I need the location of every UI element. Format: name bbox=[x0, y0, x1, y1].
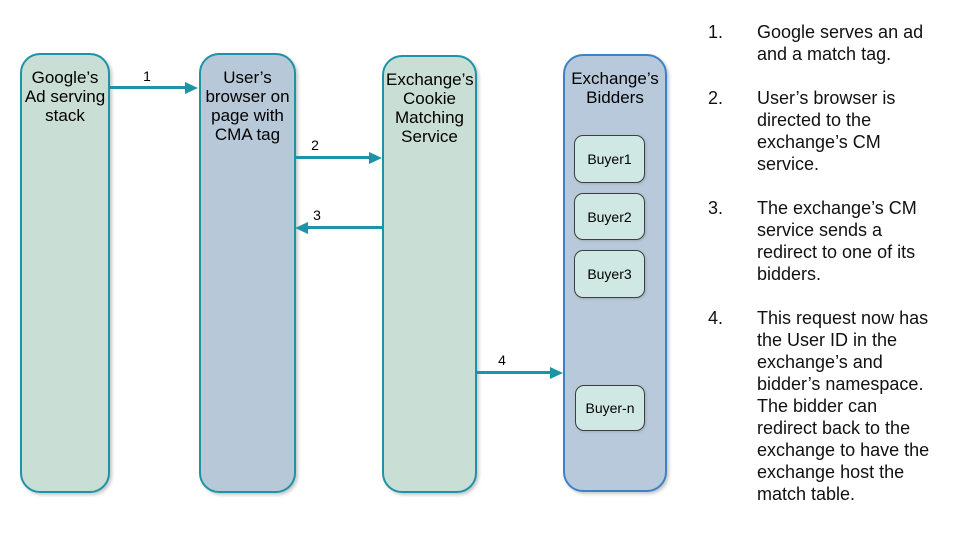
node-cookie-matching-service: Exchange’s Cookie Matching Service bbox=[382, 55, 477, 493]
step-text: User’s browser is directed to the exchan… bbox=[757, 88, 896, 174]
step-number: 1. bbox=[708, 22, 724, 42]
arrow-3-cm-to-browser bbox=[295, 221, 382, 234]
buyer-2-box: Buyer2 bbox=[574, 193, 645, 240]
step-number: 3. bbox=[708, 198, 724, 218]
buyer-n-box: Buyer-n bbox=[575, 385, 645, 431]
step-text: Google serves an ad and a match tag. bbox=[757, 22, 924, 64]
step-number: 4. bbox=[708, 308, 724, 328]
step-item-1: 1. Google serves an ad and a match tag. bbox=[708, 21, 953, 65]
arrow-1-label: 1 bbox=[143, 68, 151, 84]
arrow-2-label: 2 bbox=[311, 137, 319, 153]
step-text: The exchange’s CM service sends a redire… bbox=[757, 198, 917, 284]
arrow-2-browser-to-cm bbox=[295, 151, 382, 164]
buyer-3-box: Buyer3 bbox=[574, 250, 645, 298]
arrow-4-label: 4 bbox=[498, 352, 506, 368]
node-google-ad-stack: Google’s Ad serving stack bbox=[20, 53, 110, 493]
step-item-3: 3. The exchange’s CM service sends a red… bbox=[708, 197, 953, 285]
node-user-browser: User’s browser on page with CMA tag bbox=[199, 53, 296, 493]
buyer-1-box: Buyer1 bbox=[574, 135, 645, 183]
arrow-4-cm-to-bidders bbox=[477, 366, 563, 379]
steps-list: 1. Google serves an ad and a match tag. … bbox=[708, 21, 953, 527]
arrow-1-google-to-browser bbox=[110, 81, 198, 94]
step-item-2: 2. User’s browser is directed to the exc… bbox=[708, 87, 953, 175]
step-text: This request now has the User ID in the … bbox=[757, 308, 930, 504]
step-number: 2. bbox=[708, 88, 724, 108]
step-item-4: 4. This request now has the User ID in t… bbox=[708, 307, 953, 505]
arrow-3-label: 3 bbox=[313, 207, 321, 223]
